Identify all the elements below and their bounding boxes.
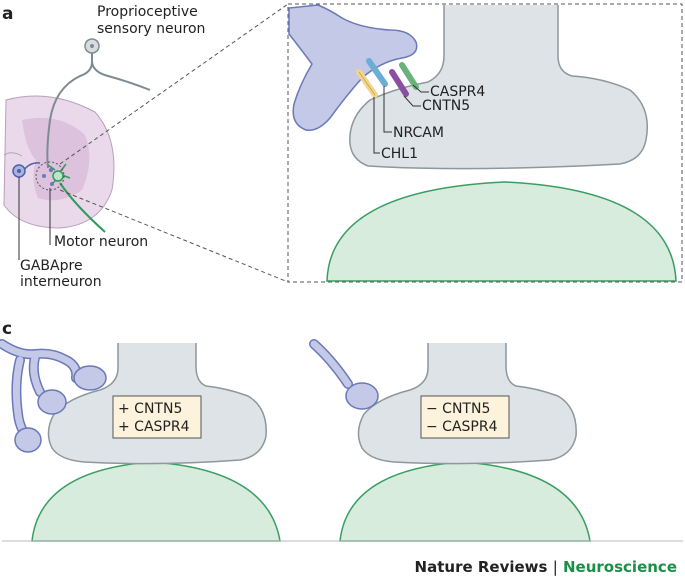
journal-field: Neuroscience	[563, 558, 677, 576]
motor-neuron-label: Motor neuron	[54, 234, 148, 250]
credit-separator: |	[552, 558, 558, 576]
panel-b-frame	[287, 3, 683, 283]
motor-cell-body	[52, 170, 64, 182]
nrcam-label: NRCAM	[393, 125, 444, 141]
panel-c-right-nucleus	[339, 461, 591, 542]
left-expression-box	[112, 395, 202, 439]
panel-c-left-terminals	[0, 339, 107, 453]
panel-c-left-nucleus	[31, 461, 281, 542]
caspr4-label: CASPR4	[430, 84, 485, 100]
nrcam-molecule	[366, 58, 388, 87]
cntn5-molecule	[389, 69, 409, 97]
cntn5-label: CNTN5	[422, 98, 470, 114]
right-box-line2: − CASPR4	[426, 419, 498, 435]
panel-b-nucleus	[326, 181, 677, 282]
panel-c-right-terminal	[309, 339, 379, 410]
gabapre-interneuron	[12, 162, 41, 178]
interneuron-label-line1: GABApre	[20, 258, 83, 274]
interneuron-label-line2: interneuron	[20, 274, 102, 290]
left-box-line1: + CNTN5	[118, 401, 182, 417]
spinal-cord-section	[3, 95, 115, 229]
chl1-label: CHL1	[381, 146, 418, 162]
adhesion-molecules	[356, 58, 419, 98]
right-box-line1: − CNTN5	[426, 401, 490, 417]
journal-credit: Nature Reviews | Neuroscience	[415, 558, 677, 576]
panel-b-postsynaptic-neuron	[349, 5, 648, 170]
panel-c-letter: c	[2, 319, 12, 339]
caspr4-molecule	[399, 62, 419, 90]
right-expression-box	[420, 395, 510, 439]
sensory-neuron-label-line2: sensory neuron	[97, 21, 205, 37]
proprioceptive-neuron	[46, 38, 151, 169]
motor-neuron	[42, 163, 106, 233]
journal-name: Nature Reviews	[414, 558, 548, 576]
sensory-neuron-label-line1: Proprioceptive	[97, 4, 198, 20]
panel-a-letter: a	[2, 4, 13, 24]
left-box-line2: + CASPR4	[118, 419, 190, 435]
